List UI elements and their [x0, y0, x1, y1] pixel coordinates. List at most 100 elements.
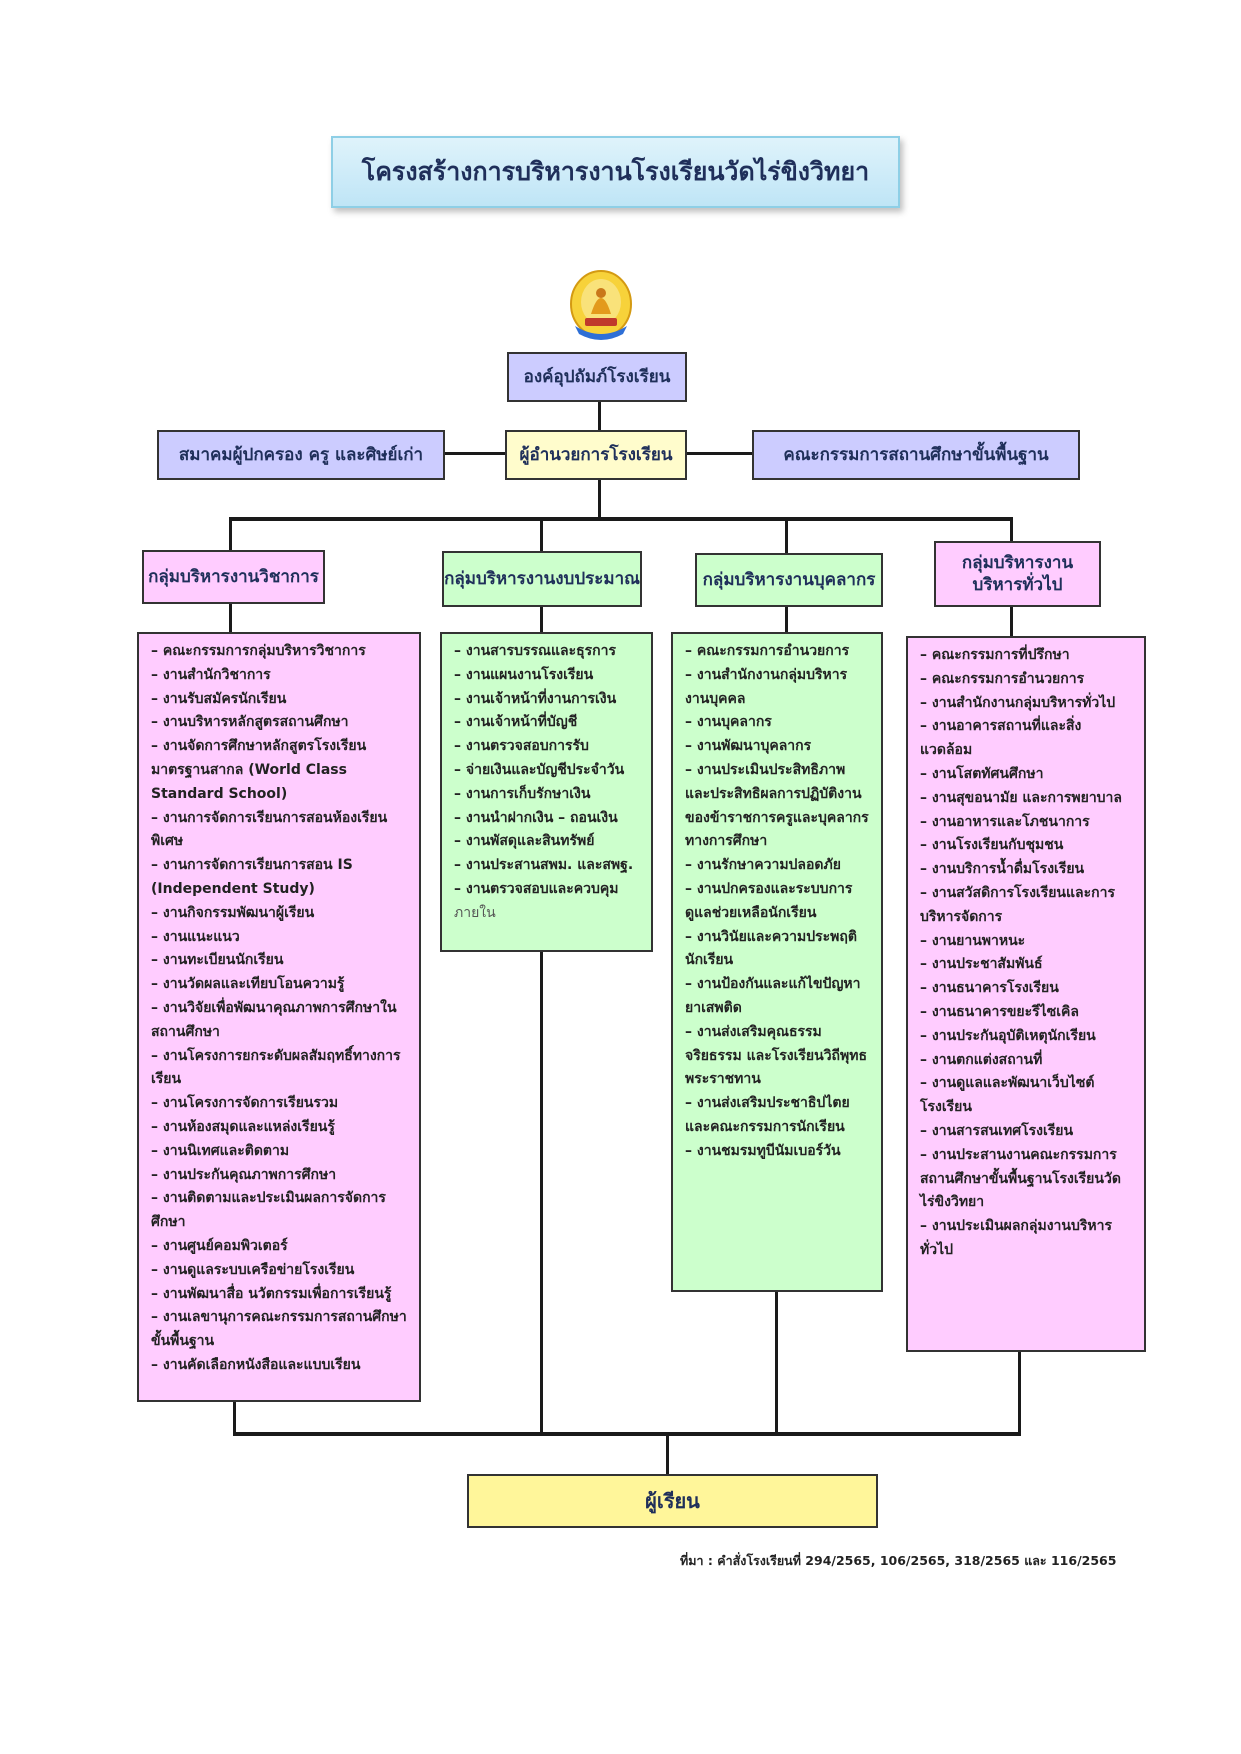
- list-item: – งานบุคลากร: [685, 714, 772, 731]
- list-item: – งานปกครองและระบบการดูแลช่วยเหลือนักเรี…: [685, 880, 853, 921]
- list-item: – งานพัฒนาสื่อ นวัตกรรมเพื่อการเรียนรู้: [151, 1285, 392, 1302]
- list-item: – งานสวัสดิการโรงเรียนและการบริหารจัดการ: [920, 884, 1115, 925]
- connector: [540, 517, 543, 553]
- list-item: – งานชมรมทูบีนัมเบอร์วัน: [685, 1142, 841, 1159]
- list-item: – งานการจัดการเรียนการสอนห้องเรียนพิเศษ: [151, 809, 388, 850]
- list-item: – งานสำนักวิชาการ: [151, 666, 271, 683]
- list-item: – งานอาคารสถานที่และสิ่งแวดล้อม: [920, 718, 1082, 759]
- learners-box: ผู้เรียน: [467, 1474, 878, 1528]
- list-item: – คณะกรรมการอำนวยการ: [685, 643, 850, 659]
- connector: [785, 605, 788, 634]
- academic-group-header: กลุ่มบริหารงานวิชาการ: [142, 550, 325, 604]
- list-item: – งานวินัยและความประพฤตินักเรียน: [685, 928, 857, 969]
- list-item: – งานประสานสพม. และสพฐ.: [454, 857, 634, 874]
- list-item: – งานโครงการยกระดับผลสัมฤทธิ์ทางการเรียน: [151, 1047, 401, 1088]
- list-item: – งานประเมินประสิทธิภาพและประสิทธิผลการป…: [685, 761, 869, 850]
- list-item: – งานดูแลระบบเครือข่ายโรงเรียน: [151, 1261, 355, 1278]
- list-item: – งานประกันอุบัติเหตุนักเรียน: [920, 1027, 1096, 1044]
- connector: [685, 452, 754, 455]
- connector: [666, 1432, 669, 1474]
- list-item: – งานนิเทศและติดตาม: [151, 1142, 290, 1159]
- list-item: – งานพัสดุและสินทรัพย์: [454, 833, 595, 850]
- list-item: – งานบริหารหลักสูตรสถานศึกษา: [151, 714, 349, 731]
- list-item: – งานแผนงานโรงเรียน: [454, 666, 594, 683]
- list-item: – งานประชาสัมพันธ์: [920, 956, 1043, 973]
- connector: [540, 950, 543, 1434]
- list-item: – งานกิจกรรมพัฒนาผู้เรียน: [151, 904, 315, 921]
- school-board-box: คณะกรรมการสถานศึกษาขั้นพื้นฐาน: [752, 430, 1080, 480]
- connector: [233, 1432, 1021, 1436]
- patron-box: องค์อุปถัมภ์โรงเรียน: [507, 352, 687, 402]
- list-item: – งานแนะแนว: [151, 928, 240, 945]
- list-item: – งานสำนักงานกลุ่มบริหารทั่วไป: [920, 694, 1116, 711]
- connector: [540, 605, 543, 634]
- list-item: – งานธนาคารโรงเรียน: [920, 980, 1059, 997]
- list-item: – งานวิจัยเพื่อพัฒนาคุณภาพการศึกษาในสถาน…: [151, 999, 397, 1040]
- list-item: – งานจัดการศึกษาหลักสูตรโรงเรียนมาตรฐานส…: [151, 738, 367, 802]
- list-item: – งานอาหารและโภชนาการ: [920, 813, 1090, 830]
- general-admin-task-list: – คณะกรรมการที่ปรึกษา – คณะกรรมการอำนวยก…: [906, 636, 1146, 1352]
- list-item: – งานสำนักงานกลุ่มบริหารงานบุคคล: [685, 666, 848, 707]
- list-item: – งานโครงการจัดการเรียนรวม: [151, 1095, 339, 1112]
- connector: [1018, 1350, 1021, 1434]
- list-item: – งานเจ้าหน้าที่บัญชี: [454, 714, 578, 731]
- connector: [598, 398, 601, 432]
- connector: [229, 517, 1012, 521]
- list-item: – งานคัดเลือกหนังสือและแบบเรียน: [151, 1356, 361, 1373]
- list-item: – งานบริการน้ำดื่มโรงเรียน: [920, 861, 1085, 878]
- general-admin-group-header: กลุ่มบริหารงานบริหารทั่วไป: [934, 541, 1101, 607]
- parents-association-box: สมาคมผู้ปกครอง ครู และศิษย์เก่า: [157, 430, 445, 480]
- school-emblem: [567, 268, 635, 340]
- list-item: – งานตรวจสอบการรับ: [454, 738, 589, 755]
- list-item: – งานส่งเสริมคุณธรรมจริยธรรม และโรงเรียน…: [685, 1023, 868, 1088]
- list-item: – งานพัฒนาบุคลากร: [685, 738, 812, 755]
- connector: [1010, 517, 1013, 543]
- connector: [443, 452, 507, 455]
- personnel-task-list: – คณะกรรมการอำนวยการ – งานสำนักงานกลุ่มบ…: [671, 632, 883, 1292]
- list-item: – งานรักษาความปลอดภัย: [685, 857, 841, 874]
- list-item: – งานสุขอนามัย และการพยาบาล: [920, 789, 1123, 806]
- list-item: – งานสารบรรณและธุรการ: [454, 643, 617, 659]
- budget-group-header: กลุ่มบริหารงานงบประมาณ: [442, 551, 642, 607]
- list-item: – คณะกรรมการที่ปรึกษา: [920, 647, 1070, 663]
- connector: [229, 602, 232, 633]
- connector: [785, 517, 788, 555]
- list-item: – งานโรงเรียนกับชุมชน: [920, 837, 1064, 854]
- list-item: – งานการจัดการเรียนการสอน IS (Independen…: [151, 857, 353, 897]
- academic-task-list: – คณะกรรมการกลุ่มบริหารวิชาการ – งานสำนั…: [137, 632, 421, 1402]
- list-item: ภายใน: [454, 904, 496, 921]
- list-item: – งานดูแลและพัฒนาเว็บไซต์โรงเรียน: [920, 1075, 1095, 1116]
- list-item: – งานประสานงานคณะกรรมการสถานศึกษาขั้นพื้…: [920, 1146, 1121, 1211]
- list-item: – งานยานพาหนะ: [920, 932, 1026, 949]
- connector: [598, 478, 601, 519]
- list-item: – งานทะเบียนนักเรียน: [151, 952, 284, 969]
- director-box: ผู้อำนวยการโรงเรียน: [505, 430, 687, 480]
- list-item: – งานตรวจสอบและควบคุม: [454, 880, 619, 897]
- list-item: – งานสารสนเทศโรงเรียน: [920, 1122, 1074, 1139]
- chart-title: โครงสร้างการบริหารงานโรงเรียนวัดไร่ขิงวิ…: [331, 136, 900, 208]
- connector: [775, 1290, 778, 1434]
- list-item: – คณะกรรมการอำนวยการ: [920, 670, 1085, 687]
- connector: [229, 517, 232, 552]
- list-item: – งานวัดผลและเทียบโอนความรู้: [151, 976, 345, 993]
- list-item: – งานนำฝากเงิน – ถอนเงิน: [454, 809, 618, 826]
- list-item: – งานเลขานุการคณะกรรมการสถานศึกษาขั้นพื้…: [151, 1309, 407, 1350]
- personnel-group-header: กลุ่มบริหารงานบุคลากร: [695, 553, 883, 607]
- list-item: – คณะกรรมการกลุ่มบริหารวิชาการ: [151, 643, 366, 659]
- list-item: – งานประกันคุณภาพการศึกษา: [151, 1166, 337, 1183]
- connector: [1010, 605, 1013, 637]
- list-item: – งานส่งเสริมประชาธิปไตยและคณะกรรมการนัก…: [685, 1095, 850, 1135]
- budget-task-list: – งานสารบรรณและธุรการ – งานแผนงานโรงเรีย…: [440, 632, 653, 952]
- list-item: – งานห้องสมุดและแหล่งเรียนรู้: [151, 1118, 335, 1135]
- list-item: – งานธนาคารขยะรีไซเคิล: [920, 1003, 1079, 1020]
- list-item: – งานศูนย์คอมพิวเตอร์: [151, 1237, 288, 1254]
- list-item: – งานติดตามและประเมินผลการจัดการศึกษา: [151, 1190, 386, 1231]
- list-item: – งานเจ้าหน้าที่งานการเงิน: [454, 690, 617, 707]
- source-note: ที่มา : คำสั่งโรงเรียนที่ 294/2565, 106/…: [680, 1553, 1117, 1568]
- list-item: – งานตกแต่งสถานที่: [920, 1051, 1043, 1068]
- list-item: – งานประเมินผลกลุ่มงานบริหารทั่วไป: [920, 1218, 1113, 1258]
- list-item: – งานป้องกันและแก้ไขปัญหายาเสพติด: [685, 976, 861, 1016]
- connector: [233, 1400, 236, 1434]
- list-item: – จ่ายเงินและบัญชีประจำวัน: [454, 761, 625, 778]
- list-item: – งานโสตทัศนศึกษา: [920, 765, 1044, 782]
